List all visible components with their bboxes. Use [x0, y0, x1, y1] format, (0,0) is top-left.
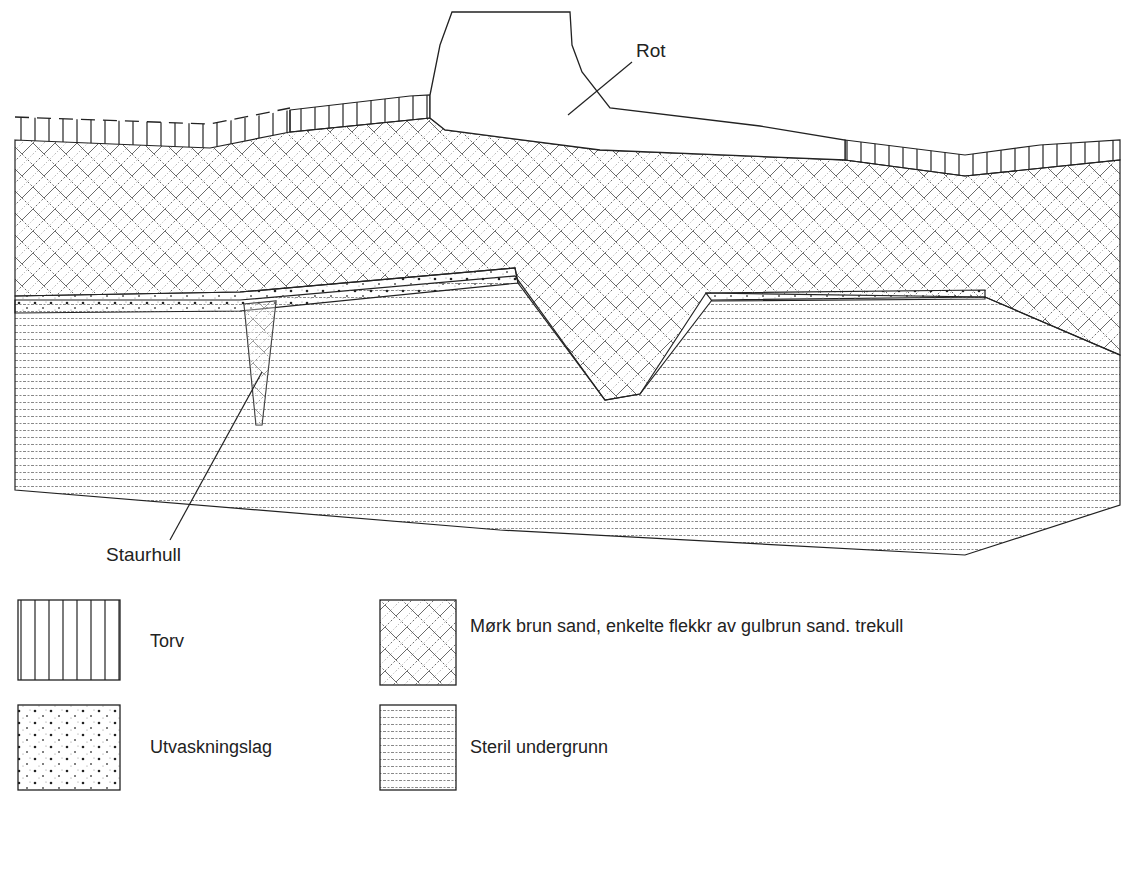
- legend-swatch: [380, 600, 456, 685]
- part-label: Rot: [636, 36, 666, 66]
- legend-text: Torv: [150, 627, 184, 656]
- leader-line: [170, 372, 262, 540]
- turf-layer: [845, 140, 1120, 176]
- sand-layer: [15, 118, 1120, 400]
- turf-layer: [290, 95, 430, 132]
- legend-swatch: [18, 600, 120, 680]
- legend-text: Utvaskningslag: [150, 733, 272, 762]
- legend-swatch: [18, 705, 120, 790]
- post-hole: [244, 301, 276, 425]
- legend-swatch: [380, 705, 456, 790]
- legend-text: Steril undergrunn: [470, 733, 608, 762]
- legend-text: Mørk brun sand, enkelte flekkr av gulbru…: [470, 612, 925, 641]
- turf-layer: [15, 117, 210, 148]
- part-label: Staurhull: [106, 540, 181, 570]
- root: [430, 12, 845, 160]
- leader-line: [568, 62, 632, 115]
